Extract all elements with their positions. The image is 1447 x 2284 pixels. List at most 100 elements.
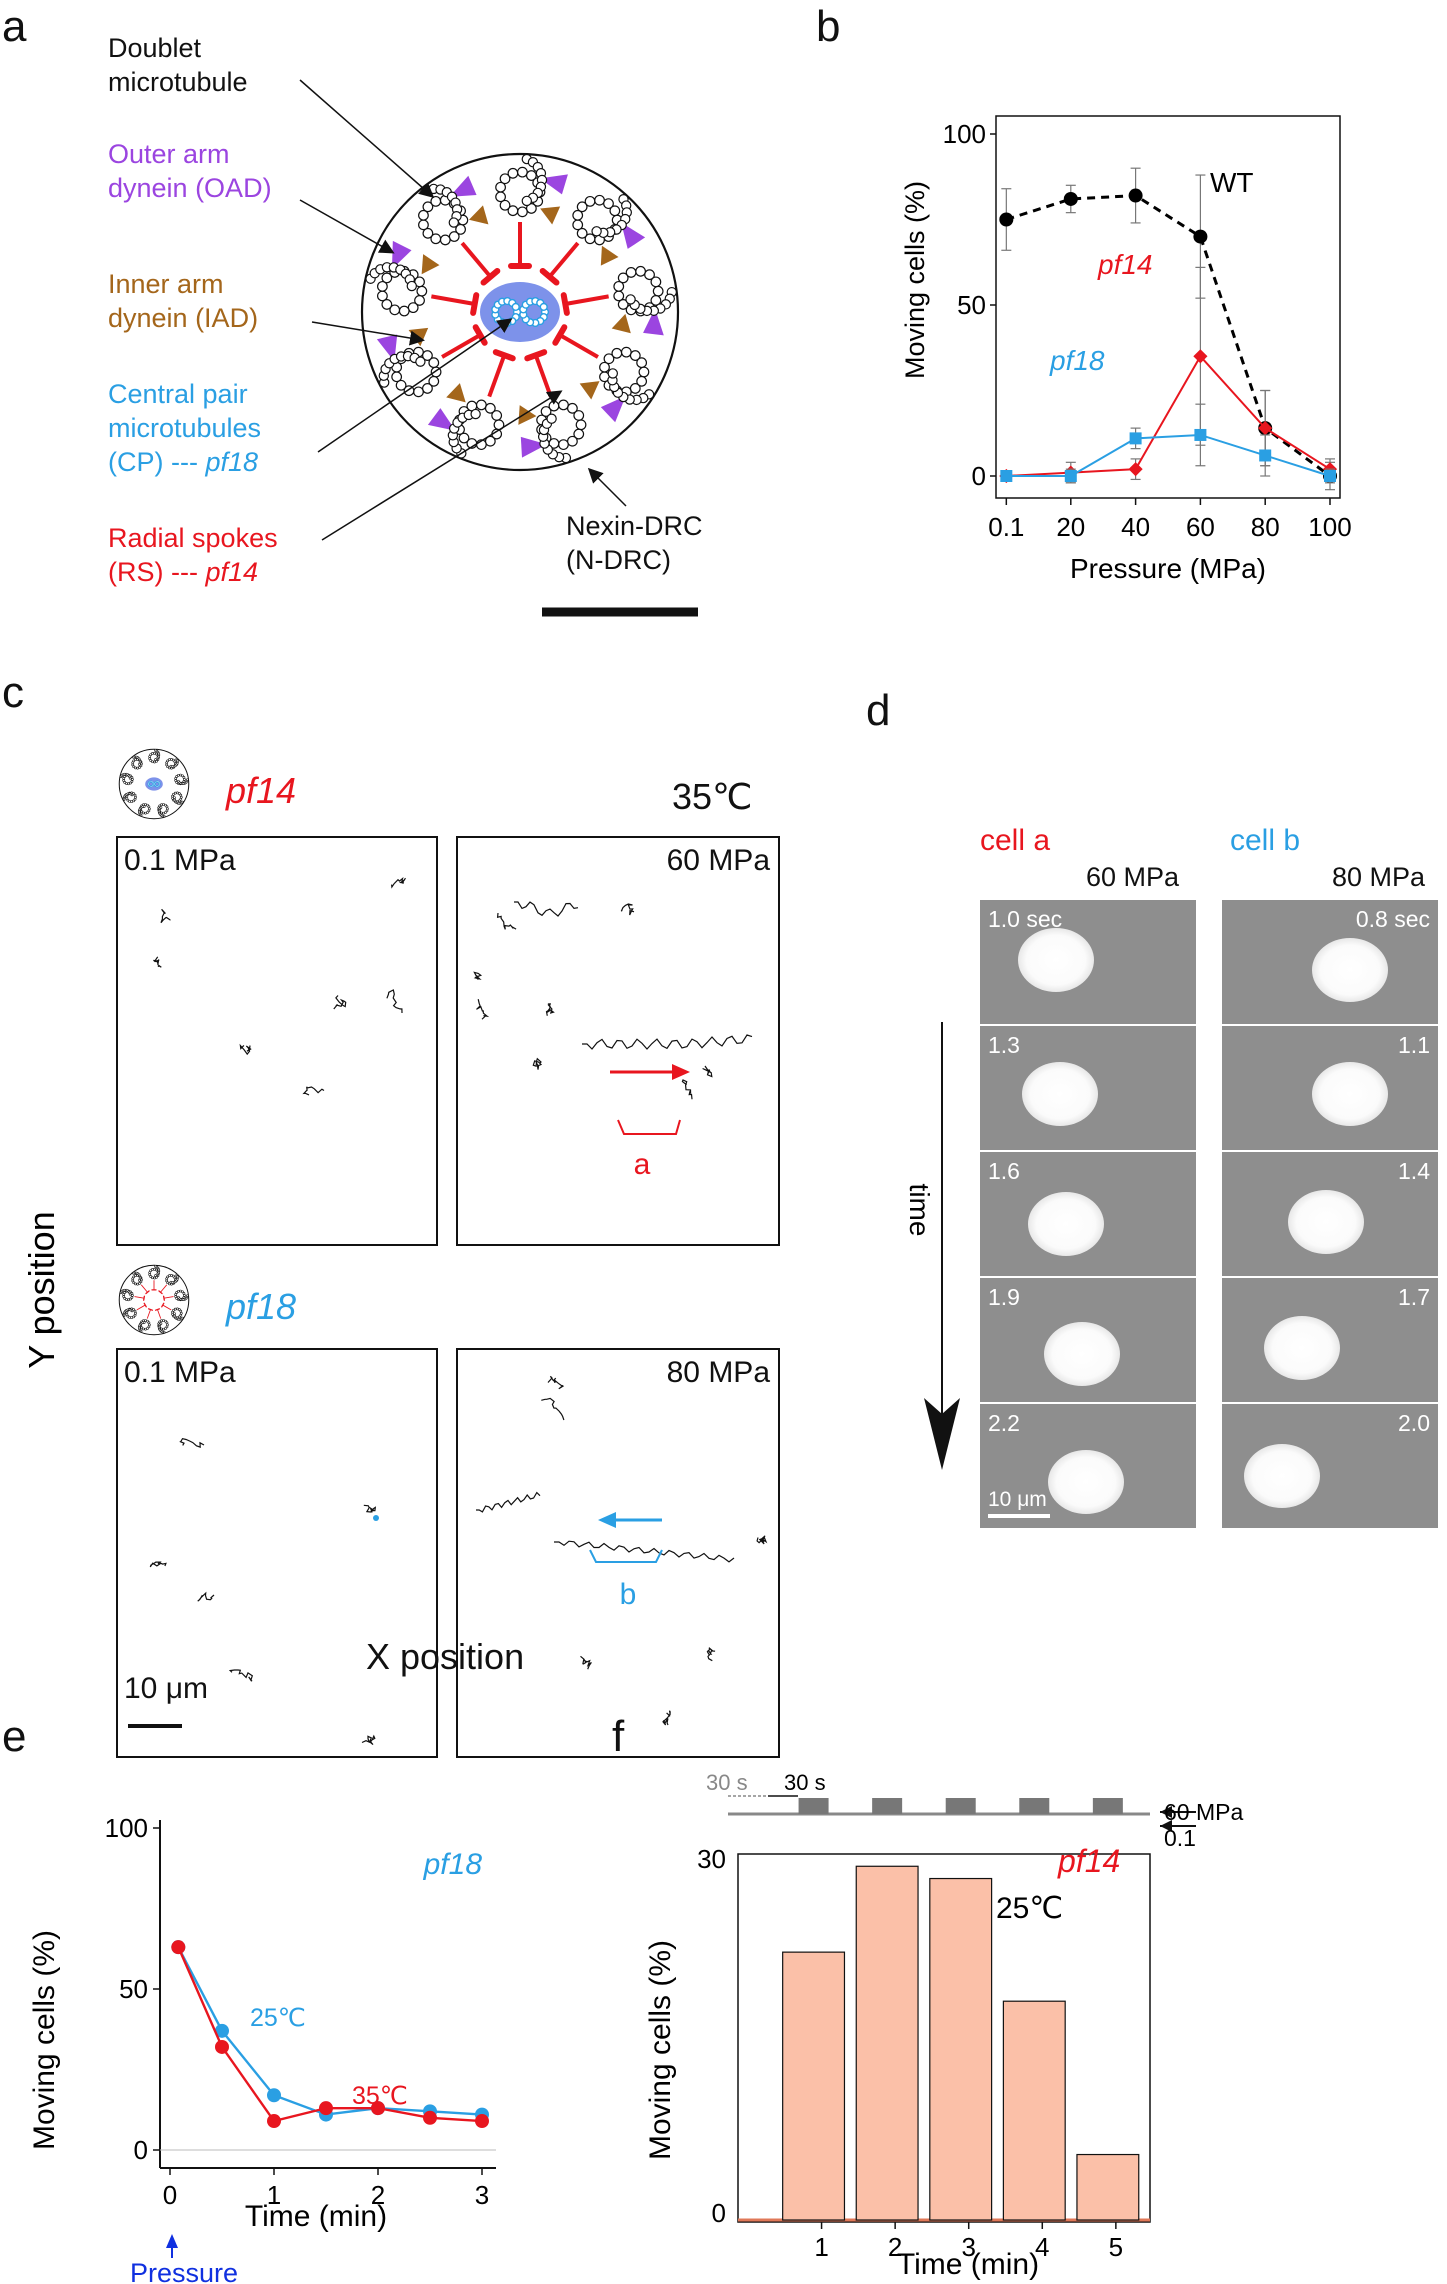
- tubulin-subunit: [177, 1289, 180, 1293]
- tubulin-subunit: [142, 1321, 146, 1324]
- cell-track: [545, 1003, 555, 1016]
- tubulin-subunit: [617, 299, 629, 310]
- tubulin-subunit: [166, 759, 170, 763]
- tubulin-subunit: [576, 227, 588, 239]
- tubulin-subunit: [439, 234, 451, 246]
- radial-spoke-head: [552, 324, 568, 346]
- strain-label-pf18: pf18: [226, 1286, 297, 1327]
- protocol-arrowhead: [1160, 1806, 1172, 1818]
- tubulin-subunit: [448, 231, 460, 242]
- protocol-pulse: [872, 1798, 903, 1814]
- tubulin-subunit: [418, 209, 429, 221]
- chart-f-bar: [1076, 2153, 1140, 2221]
- tubulin-subunit: [179, 797, 183, 801]
- tubulin-subunit: [430, 233, 442, 245]
- tubulin-subunit: [125, 796, 129, 800]
- chart-b-xtick-label: 40: [1121, 512, 1150, 542]
- cell-track-b: [554, 1540, 735, 1563]
- tubulin-subunit: [591, 226, 602, 237]
- label-nexin-drc: Nexin-DRC (N-DRC): [566, 511, 703, 575]
- chart-b-point: [1063, 191, 1078, 206]
- tubulin-subunit: [151, 760, 154, 764]
- chart-f-xtick-label: 2: [888, 2232, 902, 2262]
- cell-track: [662, 1710, 671, 1726]
- cell-track: [149, 1561, 167, 1568]
- tubulin-subunit: [381, 272, 393, 284]
- trace-box-label: 80 MPa: [666, 1356, 770, 1389]
- tubulin-subunit: [650, 295, 662, 306]
- chart-f-title: pf14: [1057, 1843, 1120, 1879]
- tubulin-subunit: [133, 1309, 137, 1313]
- chart-e-point: [423, 2110, 437, 2125]
- chart-e-xtick-label: 0: [163, 2180, 177, 2210]
- cell-track: [239, 1043, 252, 1056]
- tubulin-subunit: [148, 1273, 152, 1277]
- tubulin-subunit: [139, 764, 143, 768]
- tubulin-subunit: [138, 763, 141, 766]
- tubulin-subunit: [169, 1280, 173, 1284]
- inner-arm-dynein: [468, 205, 489, 225]
- tubulin-subunit: [430, 195, 442, 207]
- tubulin-subunit: [168, 1274, 171, 1278]
- tubulin-subunit: [142, 1327, 145, 1331]
- tubulin-subunit: [164, 803, 167, 807]
- inner-arm-dynein: [540, 206, 561, 225]
- cell-track: [179, 1438, 205, 1448]
- outer-arm-dynein: [621, 222, 646, 249]
- tubulin-subunit: [130, 793, 134, 797]
- tubulin-subunit: [159, 806, 163, 809]
- tubulin-subunit: [153, 1276, 156, 1280]
- tubulin-subunit: [652, 285, 664, 297]
- radial-spoke-head: [161, 1302, 165, 1308]
- cell-image: [1312, 938, 1388, 1002]
- tubulin-subunit: [165, 809, 169, 813]
- panel-e-letter: e: [2, 1712, 27, 1761]
- tubulin-subunit: [422, 201, 434, 213]
- frame-time-label: 1.4: [1398, 1158, 1430, 1184]
- chart-e-xtick-label: 2: [371, 2180, 385, 2210]
- label-outer-arm-dynein: Outer arm dynein (OAD): [108, 139, 272, 203]
- chart-b-point: [1000, 470, 1013, 482]
- cell-track: [476, 999, 490, 1020]
- radial-spoke: [487, 354, 507, 398]
- tubulin-subunit: [495, 181, 506, 193]
- radial-spoke-head: [158, 1290, 163, 1295]
- cell-track: [532, 1057, 543, 1070]
- cell-track: [302, 1086, 325, 1096]
- tubulin-subunit: [629, 383, 641, 394]
- tubulin-subunit: [177, 779, 180, 783]
- chart-e-point: [267, 2088, 281, 2103]
- tubulin-subunit: [165, 805, 169, 809]
- tubulin-subunit: [625, 267, 637, 278]
- cell-track: [514, 901, 579, 917]
- tubulin-subunit: [635, 265, 646, 277]
- tubulin-subunit: [638, 366, 650, 378]
- tubulin-subunit: [173, 1276, 177, 1280]
- tubulin-subunit: [422, 383, 433, 394]
- tubulin-subunit: [613, 280, 625, 292]
- tubulin-subunit: [458, 432, 470, 444]
- central-pair-subunit: [152, 781, 155, 784]
- radial-spoke: [136, 1304, 146, 1311]
- cell-track: [361, 1734, 376, 1746]
- tubulin-subunit: [127, 782, 130, 786]
- chart-f-bar: [782, 1951, 846, 2221]
- tubulin-subunit: [558, 399, 569, 411]
- tubulin-subunit: [548, 400, 560, 412]
- chart-e-point: [371, 2101, 385, 2116]
- tubulin-subunit: [169, 764, 173, 768]
- tubulin-subunit: [151, 1268, 154, 1271]
- cell-track: [153, 956, 162, 968]
- tubulin-subunit: [414, 295, 425, 306]
- chart-b-point: [1259, 449, 1272, 462]
- radial-spoke: [160, 1284, 168, 1293]
- cell-track: [386, 989, 403, 1014]
- tubulin-subunit: [168, 758, 171, 762]
- tubulin-subunit: [406, 280, 417, 292]
- radial-spoke-head: [148, 1308, 154, 1311]
- chart-e-xtick-label: 3: [475, 2180, 489, 2210]
- trace-box-pf18-80: 80 MPa b: [456, 1348, 780, 1758]
- protocol-off-label: 30 s: [706, 1770, 748, 1795]
- tubulin-subunit: [576, 201, 588, 213]
- radial-spoke: [163, 1296, 174, 1299]
